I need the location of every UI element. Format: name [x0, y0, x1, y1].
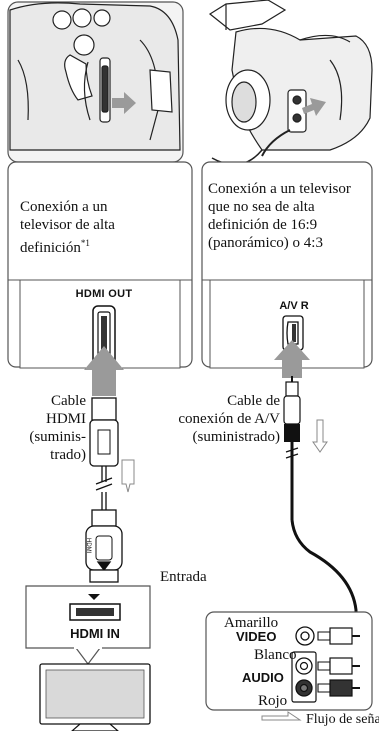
hdmi-cable — [85, 397, 123, 583]
hdmi-cable-label: Cable HDMI (suminis- trado) — [29, 393, 86, 463]
video-label: VIDEO — [236, 629, 277, 644]
television — [39, 663, 151, 731]
av-r-socket — [282, 315, 304, 351]
signal-flow-arrow-hdmi — [121, 459, 135, 493]
signal-flow-legend: Flujo de señales — [306, 712, 379, 727]
audio-terminals — [291, 651, 360, 703]
white-label: Blanco — [254, 647, 297, 663]
input-label: Entrada — [160, 569, 207, 585]
hdmi-direction-arrow — [84, 346, 124, 396]
right-panel-caption: Conexión a un televisor que no sea de al… — [208, 181, 351, 251]
yellow-label: Amarillo — [224, 615, 279, 631]
hdmi-in-port-label: HDMI IN — [70, 626, 120, 641]
camcorder-right-illustration — [208, 0, 373, 166]
footnote-mark: *1 — [80, 238, 90, 248]
left-panel-caption: Conexión a un televisor de alta definici… — [20, 199, 115, 256]
audio-label: AUDIO — [242, 670, 284, 685]
av-r-port-label: A/V R — [279, 300, 309, 312]
signal-flow-legend-arrow — [261, 711, 302, 721]
camcorder-left-illustration — [7, 1, 184, 163]
av-cable — [283, 376, 358, 690]
red-label: Rojo — [258, 693, 288, 709]
signal-flow-arrow-av — [312, 419, 328, 453]
av-direction-arrow — [274, 340, 310, 378]
hdmi-out-port-label: HDMI OUT — [75, 288, 133, 300]
hdmi-in-socket — [69, 594, 121, 621]
av-cable-label: Cable de conexión de A/V (suministrado) — [178, 393, 280, 445]
video-terminal — [295, 626, 360, 646]
hdmi-plug-text: HDMI — [85, 538, 91, 554]
callout-arrow-right — [302, 98, 326, 116]
callout-arrow-left — [112, 92, 136, 114]
